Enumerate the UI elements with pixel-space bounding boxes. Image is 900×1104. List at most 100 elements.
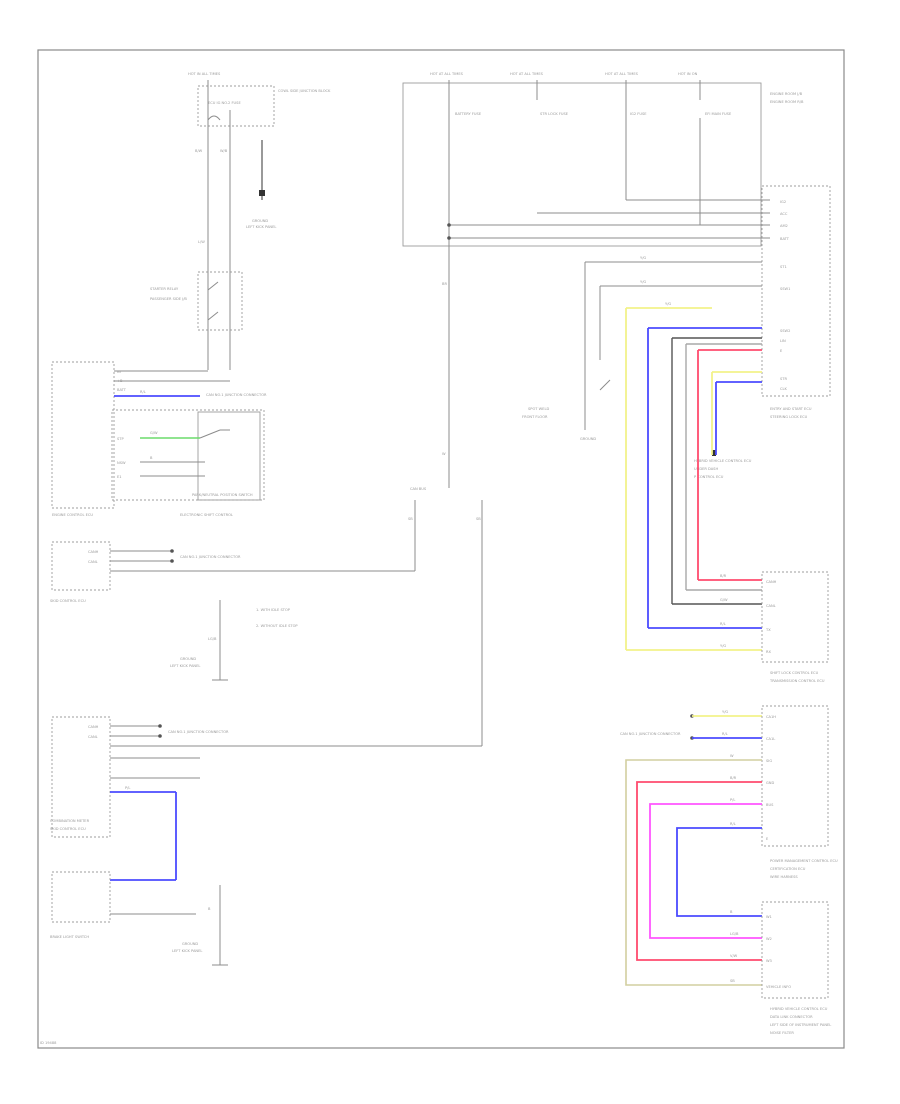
tag-yg-2: Y/G [640, 280, 646, 284]
label-starter-relay: STARTER RELAY [150, 287, 179, 291]
label-ig2-fuse: IG2 FUSE [630, 112, 647, 116]
cowl-jb-box [197, 85, 275, 127]
engine-room-jb: HOT AT ALL TIMES HOT AT ALL TIMES HOT AT… [402, 72, 804, 250]
label-left-side-ip: LEFT SIDE OF INSTRUMENT PANEL [770, 1023, 831, 1027]
label-passenger-jb: PASSENGER SIDE J/B [150, 297, 187, 301]
label-steering-lock-ecu: STEERING LOCK ECU [770, 415, 808, 419]
label-battery-fuse: BATTERY FUSE [455, 112, 482, 116]
hv-control-ecu-box [761, 901, 829, 999]
label-hv-ecu: HYBRID VEHICLE CONTROL ECU [694, 459, 752, 463]
pin-e-hv: E [766, 837, 769, 841]
label-can-jct-3: CAN NO.1 JUNCTION CONNECTOR [168, 730, 229, 734]
pin-stp: STP [117, 437, 124, 441]
pin-acc: ACC [780, 212, 788, 216]
tag-b-low: B [208, 907, 211, 911]
label-hot-all-3: HOT AT ALL TIMES [605, 72, 639, 76]
power-mgmt-ecu-box [761, 185, 831, 397]
loop-tan [625, 759, 762, 986]
pin-batt-r: BATT [780, 237, 790, 241]
pin-canh-2: CANH [88, 725, 99, 729]
tag-sb-hv: SB [730, 979, 735, 983]
label-left-kick-low: LEFT KICK PANEL [172, 949, 202, 953]
label-hot-in-on: HOT IN ON [678, 72, 698, 76]
tag-rl-loop: R/L [730, 822, 736, 826]
tag-w-loop: W [730, 754, 734, 758]
pin-gnd: GND [766, 781, 774, 785]
label-engine-room-jb: ENGINE ROOM J/B [770, 92, 803, 96]
pin-canh-r: CANH [766, 580, 777, 584]
footer-code: ID 19488 [40, 1041, 57, 1045]
label-skid-control-ecu: SKID CONTROL ECU [50, 599, 86, 603]
skid-control-ecu-box [51, 541, 111, 591]
pin-canl-1: CANL [88, 560, 98, 564]
tag-w3: W3 [766, 959, 772, 963]
tag-y-r: Y/G [720, 644, 726, 648]
pin-ca1h: CA1H [766, 715, 776, 719]
label-can-bus: CAN BUS [410, 487, 427, 491]
pin-ig2: IG2 [780, 200, 786, 204]
tag-pl: P/L [125, 786, 130, 790]
label-hot-all-1: HOT AT ALL TIMES [430, 72, 464, 76]
label-shift-lock-ecu: SHIFT LOCK CONTROL ECU [770, 671, 819, 675]
label-under-dash: UNDER DASH [694, 467, 718, 471]
wire-tag-bw: B/W [195, 149, 203, 153]
pin-ssw2: SSW2 [780, 329, 790, 333]
label-hot-all-2: HOT AT ALL TIMES [510, 72, 544, 76]
tag-lgb-hv: LG/B [730, 932, 739, 936]
label-ground-r: GROUND [580, 437, 596, 441]
tag-lgb: LG/B [208, 637, 217, 641]
label-brake-light-switch: BRAKE LIGHT SWITCH [50, 935, 89, 939]
loop-red [636, 781, 762, 961]
pin-canh-1: CANH [88, 550, 99, 554]
label-transmission-ecu: TRANSMISSION CONTROL ECU [769, 679, 825, 683]
label-cowl-jb: COWL SIDE JUNCTION BLOCK [278, 89, 331, 93]
pin-sig: SIG [766, 759, 772, 763]
park-neutral-switch-inner [197, 411, 261, 501]
can-bus-trunk: BR W CAN BUS SB SB [408, 250, 483, 746]
loop-blue [676, 827, 762, 917]
label-engine-room-rb: ENGINE ROOM R/B [770, 100, 804, 104]
label-can-jct-2: CAN NO.1 JUNCTION CONNECTOR [180, 555, 241, 559]
pin-rx: RX [766, 650, 771, 654]
starter-relay-box [197, 271, 243, 331]
power-management-ecu: IG2 ACC AM2 BATT ST1 SSW1 Y/G Y/G Y/G SP… [522, 185, 831, 479]
label-hot-in-all-times: HOT IN ALL TIMES [188, 72, 221, 76]
skid-control-section: CANH CANL CAN NO.1 JUNCTION CONNECTOR SK… [50, 541, 415, 681]
pin-e-r: E [780, 349, 783, 353]
certification-ecu-box [761, 705, 829, 847]
wire-tag-lw-1: L/W [198, 240, 205, 244]
pin-str: STR [780, 377, 787, 381]
colored-vertical-runs: B/R G/W R/L Y/G CANH CANL TX RX SHIFT LO… [625, 308, 829, 683]
label-spot-weld: SPOT WELD [528, 407, 549, 411]
label-engine-control-ecu: ENGINE CONTROL ECU [52, 513, 93, 517]
tag-br-loop: B/R [730, 776, 737, 780]
label-hybrid-vehicle-ecu: HYBRID VEHICLE CONTROL ECU [770, 1007, 828, 1011]
label-wire-harness: WIRE HARNESS [770, 875, 798, 879]
pin-tx: TX [765, 628, 771, 632]
label-combination-meter: COMBINATION METER [50, 819, 90, 823]
loop-pink [649, 803, 762, 939]
label-ecu-ig-fuse: ECU IG NO.2 FUSE [208, 101, 241, 105]
tag-can-1: BR [442, 282, 447, 286]
tag-y-hv: Y/G [722, 710, 728, 714]
wire-tag-wb: W/B [220, 149, 228, 153]
label-can-jct-r: CAN NO.1 JUNCTION CONNECTOR [620, 732, 681, 736]
park-neutral-ecu: IG +B BATT R/L CAN NO.1 JUNCTION CONNECT… [51, 361, 267, 517]
label-efi-main: EFI MAIN FUSE [705, 112, 732, 116]
label-ground-top: GROUND [252, 219, 268, 223]
label-can-jct: CAN NO.1 JUNCTION CONNECTOR [206, 393, 267, 397]
pin-e1: E1 [117, 475, 122, 479]
label-left-kick-top: LEFT KICK PANEL [246, 225, 276, 229]
pin-ssw1: SSW1 [780, 287, 790, 291]
tag-w1: W1 [766, 915, 772, 919]
label-electronic-shift: ELECTRONIC SHIFT CONTROL [180, 513, 233, 517]
tag-gw-r: G/W [720, 598, 728, 602]
label-left-kick-mid: LEFT KICK PANEL [170, 664, 200, 668]
pin-lin: LIN [780, 339, 786, 343]
tag-l-hv: R/L [722, 732, 728, 736]
tag-pl-loop: P/L [730, 798, 735, 802]
pin-am2: AM2 [780, 224, 788, 228]
brake-switch-box [51, 871, 111, 923]
